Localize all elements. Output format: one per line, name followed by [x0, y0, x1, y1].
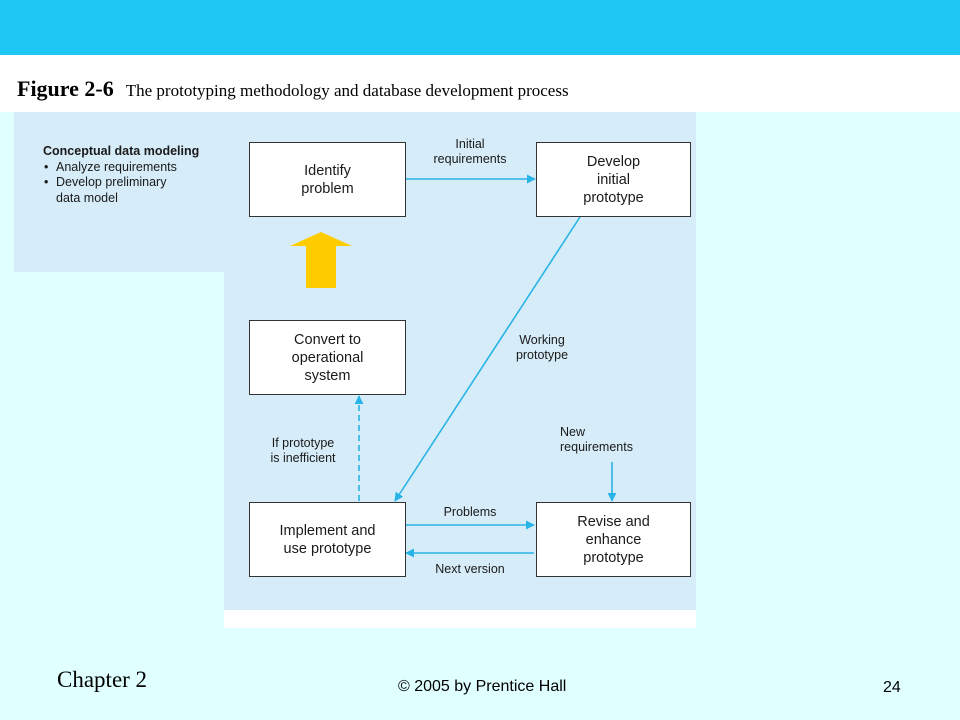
develop-prototype-box: Develop initial prototype: [536, 142, 691, 217]
side-note-list: Analyze requirements Develop preliminary…: [43, 160, 199, 207]
footer-page-number: 24: [883, 679, 901, 696]
footer-copyright: © 2005 by Prentice Hall: [398, 678, 567, 695]
implement-prototype-box: Implement and use prototype: [249, 502, 406, 577]
side-note-bullet: Develop preliminary data model: [43, 175, 199, 206]
figure-title: The prototyping methodology and database…: [125, 81, 569, 100]
figure-number: Figure 2-6: [17, 76, 114, 101]
side-note-bullet: Analyze requirements: [43, 160, 199, 176]
convert-system-box: Convert to operational system: [249, 320, 406, 395]
label-initial-requirements: Initial requirements: [433, 137, 507, 166]
footer-chapter: Chapter 2: [57, 667, 148, 692]
figure-caption-strip: [0, 55, 960, 112]
label-if-inefficient: If prototype is inefficient: [270, 436, 336, 465]
revise-prototype-box: Revise and enhance prototype: [536, 502, 691, 577]
up-arrow-icon: [290, 232, 352, 288]
side-note: Conceptual data modeling Analyze require…: [43, 144, 199, 206]
figure-caption: Figure 2-6 The prototyping methodology an…: [17, 76, 569, 102]
label-next-version: Next version: [435, 562, 505, 576]
label-working-prototype: Working prototype: [515, 333, 569, 362]
arrow-develop-to-implement: [394, 216, 581, 502]
label-new-requirements: New requirements: [560, 425, 633, 454]
title-bar: [0, 0, 960, 55]
label-problems: Problems: [443, 505, 497, 519]
side-note-heading: Conceptual data modeling: [43, 144, 200, 158]
diagram-panel-bottom-margin: [224, 610, 696, 628]
identify-problem-box: Identify problem: [249, 142, 406, 217]
